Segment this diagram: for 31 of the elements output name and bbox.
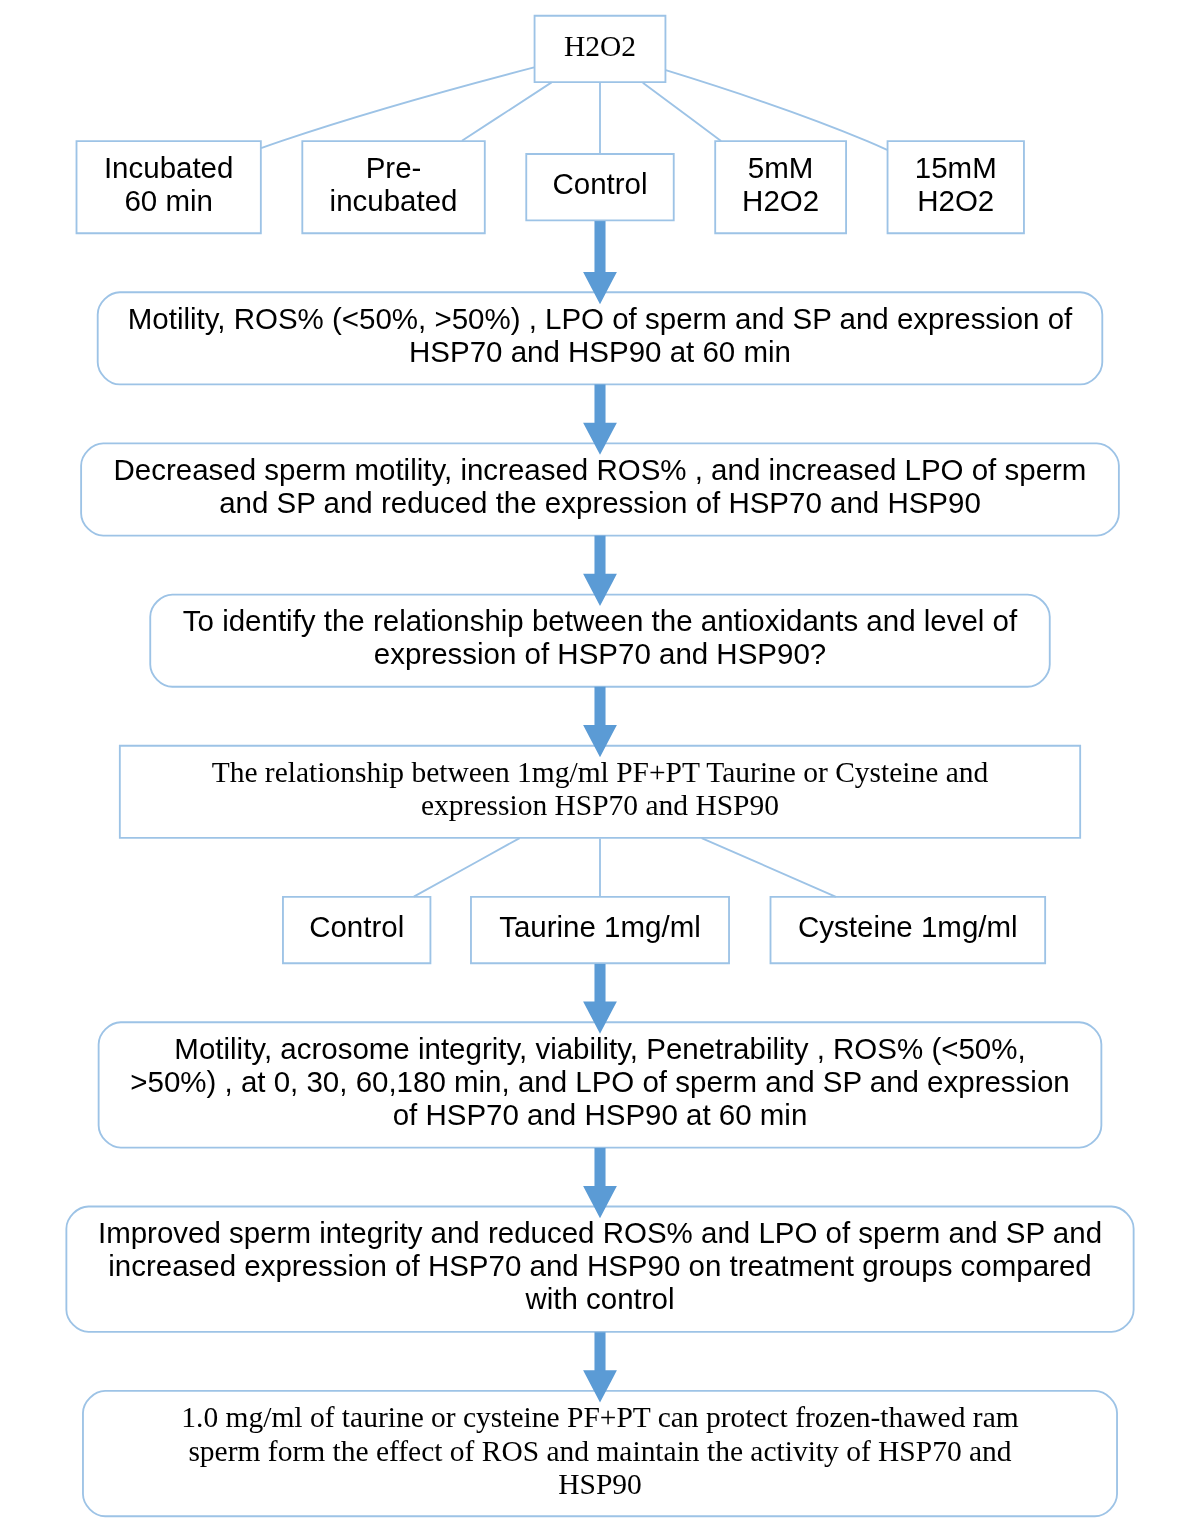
connector <box>700 837 837 898</box>
arrow <box>583 384 617 455</box>
arrow <box>583 221 617 305</box>
node-box: 5mM H2O2 <box>714 140 847 235</box>
node-box: Control <box>282 895 432 965</box>
connector <box>461 81 553 142</box>
node-box: H2O2 <box>533 14 667 84</box>
arrow <box>583 686 617 758</box>
node-box: Pre-incubated <box>301 140 486 235</box>
connector <box>412 837 521 898</box>
connector <box>599 837 601 898</box>
arrow <box>583 1147 617 1219</box>
connector <box>599 81 601 155</box>
node-box: Decreased sperm motility, increased ROS% , and increased LPO of sperm and SP and reduced the expression of HSP70 and HSP90 <box>80 442 1120 537</box>
node-box: Cysteine 1mg/ml <box>769 895 1047 965</box>
node-box: Control <box>525 153 675 222</box>
node-box: Motility, acrosome integrity, viability, Penetrability , ROS% (<50%, >50%) , at 0, 30, 60,180 min, and LPO of sperm and SP and expression of HSP70 and HSP90 at 60 min <box>97 1021 1103 1149</box>
node-box: Motility, ROS% (<50%, >50%) , LPO of sperm and SP and expression of HSP70 and HSP90 at 60 min <box>96 291 1104 386</box>
node-box: 15mM H2O2 <box>886 140 1025 235</box>
node-box: The relationship between 1mg/ml PF+PT Taurine or Cysteine and expression HSP70 and HSP90 <box>118 744 1082 839</box>
connector <box>641 81 722 142</box>
node-box: Taurine 1mg/ml <box>470 895 730 965</box>
arrow <box>583 963 617 1034</box>
connector <box>260 66 535 150</box>
connector <box>664 69 889 151</box>
node-box: To identify the relationship between the antioxidants and level of expression of HSP70 and HSP90? <box>149 593 1051 688</box>
arrow <box>583 1332 617 1403</box>
arrow <box>583 535 617 606</box>
node-box: Incubated 60 min <box>75 140 262 235</box>
node-box: 1.0 mg/ml of taurine or cysteine PF+PT can protect frozen-thawed ram sperm form the effect of ROS and maintain the activity of HSP70 and HSP90 <box>82 1389 1118 1518</box>
node-box: Improved sperm integrity and reduced ROS% and LPO of sperm and SP and increased expression of HSP70 and HSP90 on treatment groups compared with control <box>65 1205 1135 1333</box>
